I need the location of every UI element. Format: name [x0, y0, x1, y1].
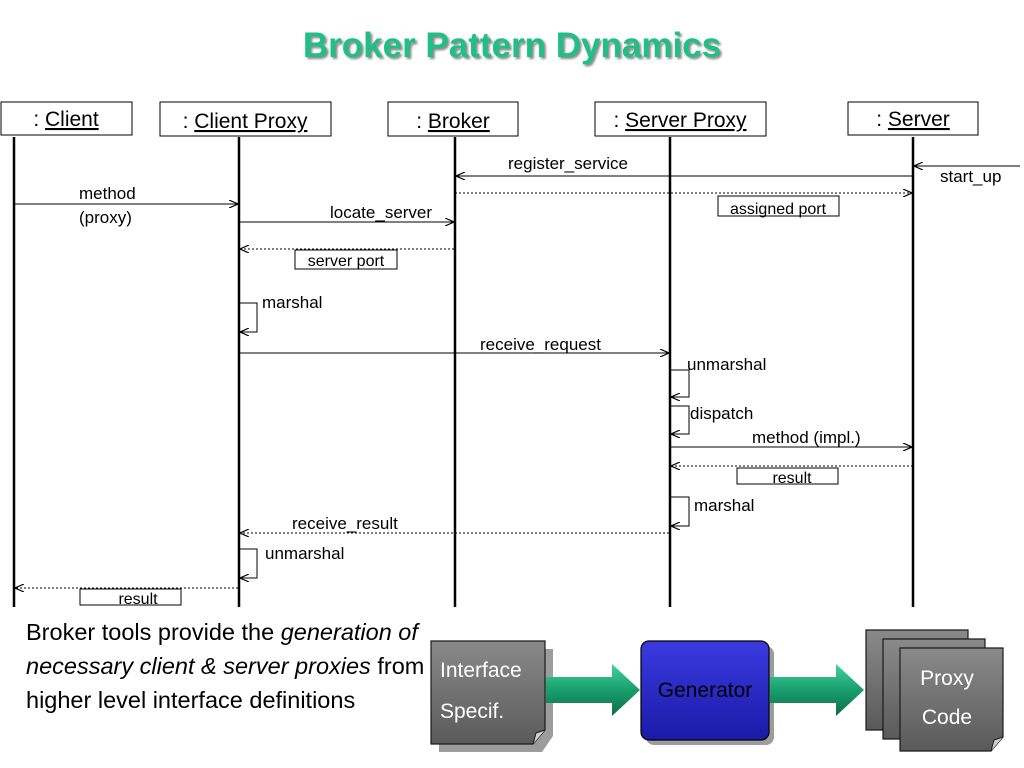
proxy-code-documents: Proxy Code [865, 629, 1004, 752]
label-register-service: register_service [508, 154, 628, 173]
self-call-marshal-1 [239, 302, 258, 332]
summary-part2: generation of necessary client & server … [26, 619, 418, 679]
object-broker: : Broker [387, 101, 519, 137]
svg-text:: Server Proxy: : Server Proxy [613, 109, 747, 132]
label-assigned-port: assigned port [730, 201, 827, 218]
label-method-proxy-line1: method [79, 184, 136, 203]
label-interface-line1: Interface [440, 659, 522, 682]
label-proxy-line2: Code [922, 706, 972, 729]
label-interface-line2: Specif. [440, 700, 504, 723]
label-receive-result: receive_result [292, 514, 398, 533]
object-server: : Server [847, 101, 979, 136]
label-server-port: server port [308, 253, 385, 270]
object-server-proxy: : Server Proxy [594, 101, 767, 137]
assigned-port-box [717, 195, 840, 217]
self-call-dispatch [670, 405, 690, 434]
label-method-impl: method (impl.) [752, 428, 861, 447]
label-unmarshal-1: unmarshal [687, 355, 766, 374]
label-result-2: result [118, 591, 158, 608]
label-method-proxy-line2: (proxy) [79, 208, 132, 227]
label-start-up: start_up [940, 167, 1001, 186]
interface-spec-document: Interface Specif. [430, 640, 553, 752]
svg-text:: Client: : Client [33, 108, 99, 131]
label-marshal-1: marshal [262, 293, 322, 312]
label-locate-server: locate_server [330, 203, 432, 222]
self-call-unmarshal-2 [239, 548, 258, 578]
generator-box: Generator [640, 640, 774, 745]
label-proxy-line1: Proxy [920, 667, 974, 690]
label-dispatch: dispatch [690, 404, 753, 423]
label-unmarshal-2: unmarshal [265, 544, 344, 563]
server-port-box [294, 249, 398, 270]
summary-part1: Broker tools provide the [26, 619, 281, 645]
object-client: : Client [0, 101, 133, 136]
flow-arrow-2 [770, 664, 864, 716]
flow-arrow-1 [546, 664, 640, 716]
label-generator: Generator [658, 679, 753, 702]
result-box-1 [736, 467, 839, 485]
self-call-unmarshal-1 [670, 369, 690, 397]
summary-part3: from higher level interface definitions [26, 653, 425, 713]
result-box-2 [79, 588, 182, 606]
self-call-marshal-2 [670, 496, 690, 526]
summary-text: Broker tools provide the generation of n… [26, 615, 426, 717]
object-client-proxy: : Client Proxy [159, 101, 332, 137]
label-result-1: result [772, 470, 812, 487]
svg-text:: Client Proxy: : Client Proxy [183, 110, 308, 133]
label-marshal-2: marshal [694, 496, 754, 515]
svg-text:: Server: : Server [876, 108, 950, 131]
label-receive-request: receive_request [480, 335, 601, 354]
svg-text:: Broker: : Broker [416, 110, 490, 133]
page-title: Broker Pattern Dynamics [302, 26, 722, 65]
